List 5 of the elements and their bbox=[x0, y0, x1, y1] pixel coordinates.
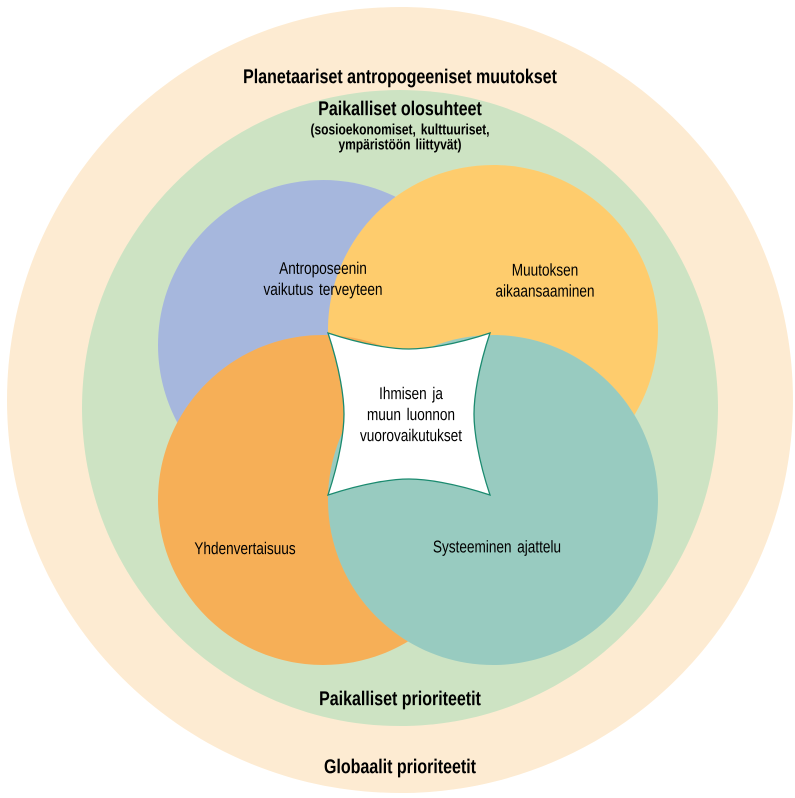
heading: Globaalit prioriteetit bbox=[324, 758, 476, 778]
heading: Planetaariset antropogeeniset muutokset bbox=[244, 68, 557, 88]
label: (sosioekonomiset, kulttuuriset, ympäristöön liittyvät) bbox=[311, 124, 489, 152]
heading: Paikalliset olosuhteet bbox=[319, 100, 482, 116]
heading: Paikalliset prioriteetit bbox=[320, 690, 481, 710]
